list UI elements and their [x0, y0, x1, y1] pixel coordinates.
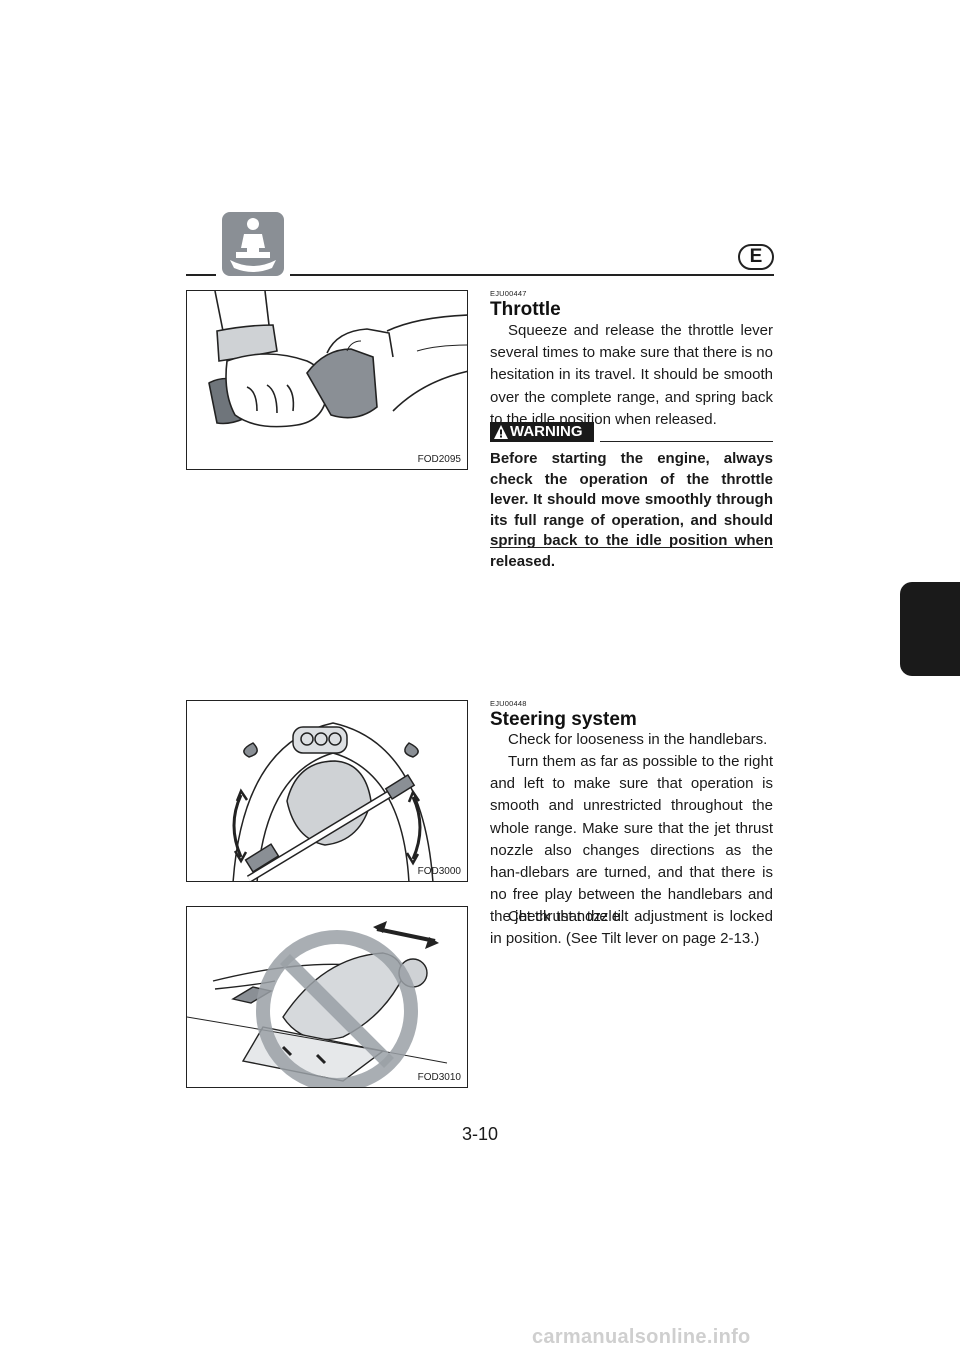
warning-rule-bottom [490, 547, 773, 548]
steering-para-3: Check that the tilt adjustment is locked… [490, 908, 773, 948]
chapter-tab [900, 582, 960, 676]
figure-throttle-hand: FOD2095 [186, 290, 468, 470]
warning-triangle-icon [494, 425, 508, 439]
section-rider-icon [222, 212, 284, 276]
warning-badge: WARNING [490, 422, 594, 442]
tilt-prohibited-illustration [187, 921, 448, 1087]
warning-label: WARNING [510, 423, 583, 440]
watermark: carmanualsonline.info [532, 1326, 751, 1348]
throttle-body-text: Squeeze and release the throttle lever s… [490, 322, 773, 428]
language-badge: E [738, 244, 774, 270]
figure-tilt-prohibited: FOD3010 [186, 906, 468, 1088]
handlebar-illustration [232, 722, 434, 881]
figure-steering-handlebars: FOD3000 [186, 700, 468, 882]
figure-code-fod2095: FOD2095 [417, 454, 461, 465]
section-code-throttle: EJU00447 [490, 289, 527, 298]
figure-code-fod3010: FOD3010 [417, 1072, 461, 1083]
throttle-hand-illustration [208, 291, 467, 428]
header-rule-left [186, 274, 216, 276]
heading-throttle: Throttle [490, 299, 561, 320]
warning-text: Before starting the engine, always check… [490, 450, 773, 570]
steering-para-1: Check for looseness in the handlebars. [508, 731, 768, 748]
steering-para-2: Turn them as far as possible to the righ… [490, 753, 773, 926]
section-code-steering: EJU00448 [490, 699, 527, 708]
figure-code-fod3000: FOD3000 [417, 866, 461, 877]
heading-steering-system: Steering system [490, 709, 637, 730]
page-number: 3-10 [461, 1124, 499, 1144]
header-rule-right [290, 274, 774, 276]
warning-rule-top [600, 441, 773, 442]
